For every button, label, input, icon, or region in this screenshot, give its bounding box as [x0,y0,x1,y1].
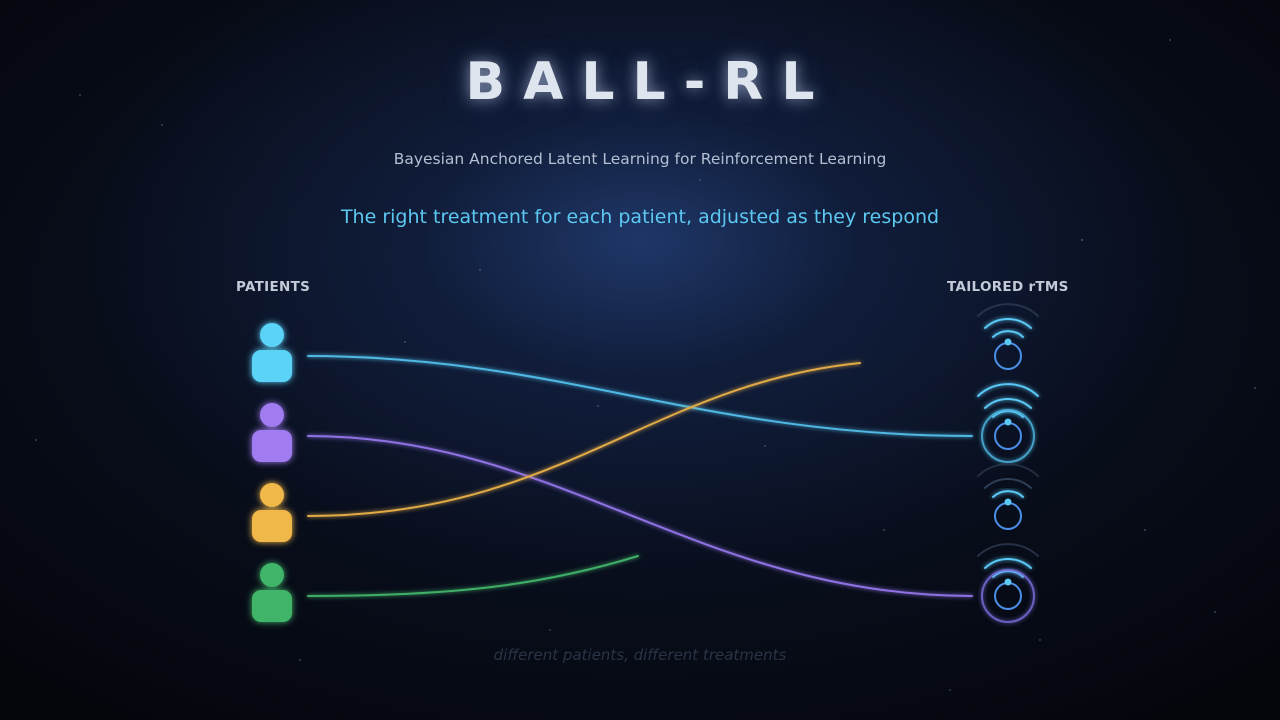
person-icon [252,323,292,382]
connection-lines [307,355,973,597]
rtms-coil-icon [977,303,1039,370]
star-field [35,39,1256,691]
person-icon [252,563,292,622]
connection-purple-to-coil-4 [307,435,973,597]
connection-green-to-coil-3 [307,555,639,597]
patient-orange [252,483,292,542]
tagline: The right treatment for each patient, ad… [340,206,940,228]
connection-blue-to-coil-2 [307,355,973,437]
page-subtitle: Bayesian Anchored Latent Learning for Re… [393,150,887,168]
person-icon [252,483,292,542]
patient-green [252,563,292,622]
coil-3 [977,463,1039,530]
coil-1 [977,303,1039,370]
footer-note: different patients, different treatments [493,646,787,664]
rtms-coil-icon [977,543,1039,623]
rtms-coil-icon [977,463,1039,530]
page-title: BALL-RL [465,52,833,112]
rtms-coil-icon [977,383,1039,463]
connection-orange-to-coil-1 [307,362,861,517]
patient-purple [252,403,292,462]
treatments-column-label: TAILORED rTMS [947,279,1069,295]
coil-2 [977,383,1039,463]
person-icon [252,403,292,462]
patient-blue [252,323,292,382]
patients-column-label: PATIENTS [236,279,311,295]
coil-4 [977,543,1039,623]
